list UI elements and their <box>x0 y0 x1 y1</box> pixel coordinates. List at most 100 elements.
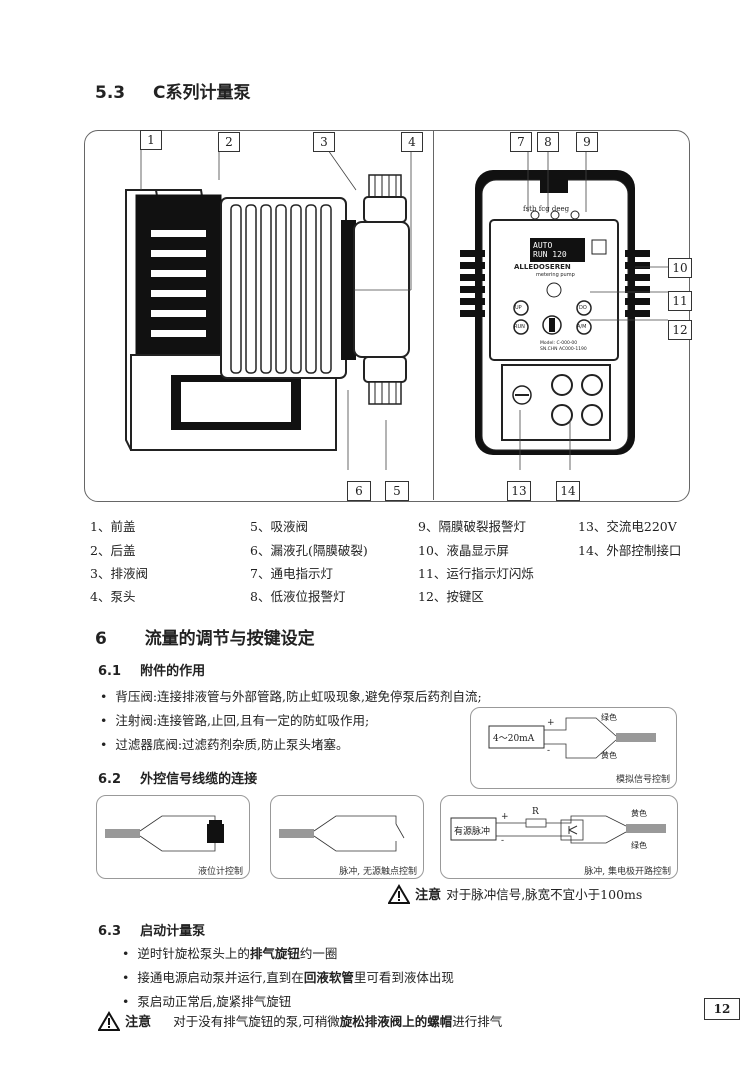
bullet-bold: 排气旋钮 <box>249 946 300 961</box>
legend-item: 5、吸液阀 <box>250 519 308 534</box>
legend-item: 6、漏液孔(隔膜破裂) <box>250 543 368 558</box>
warning-icon <box>387 883 411 904</box>
list-item: • 注射阀:连接管路,止回,且有一定的防虹吸作用; <box>100 713 370 728</box>
bullet-bold: 回液软管 <box>303 970 354 985</box>
bullet-text: 过滤器底阀:过滤药剂杂质,防止泵头堵塞。 <box>115 737 349 752</box>
brand-label: ALLEDOSEREN <box>514 263 571 271</box>
note-text: 对于脉冲信号,脉宽不宜小于100ms <box>446 887 643 902</box>
pump-side-view <box>125 150 412 470</box>
section-62-title: 外控信号线缆的连接 <box>140 772 258 787</box>
callout-6: 6 <box>347 481 371 501</box>
section-63-title: 启动计量泵 <box>140 924 206 939</box>
callout-9: 9 <box>576 132 598 152</box>
model-line-1: Model: C-000-00 <box>540 341 578 346</box>
collector-wire-1: 黄色 <box>631 809 647 818</box>
level-control-box: 液位计控制 <box>96 795 250 879</box>
led-labels: fstb fcg deeg <box>523 205 570 213</box>
list-item: • 接通电源启动泵并运行,直到在回液软管里可看到液体出现 <box>122 970 454 985</box>
lcd-line-1: AUTO <box>533 241 553 250</box>
callout-14: 14 <box>556 481 580 501</box>
bullet-text: 逆时针旋松泵头上的 <box>137 946 250 961</box>
page-number: 12 <box>704 998 740 1020</box>
note-label: 注意 <box>415 888 442 903</box>
active-pulse-label: 有源脉冲 <box>454 827 491 837</box>
level-wiring-diagram <box>105 815 224 852</box>
section-53-title: C系列计量泵 <box>152 83 251 103</box>
section-62-number: 6.2 <box>98 772 122 787</box>
analog-wire-2: 黄色 <box>601 751 617 760</box>
analog-plus: + <box>547 718 555 728</box>
note-bold: 旋松排液阀上的螺帽 <box>339 1014 453 1029</box>
pulse-contact-wiring-diagram <box>279 815 405 852</box>
legend-item: 8、低液位报警灯 <box>250 589 346 604</box>
model-plate: Model: C-000-00 SN.CHN AC000-1190 <box>540 341 587 353</box>
model-line-2: SN.CHN AC000-1190 <box>540 347 587 352</box>
pulse-collector-wiring-diagram <box>450 815 666 844</box>
pump-front-view <box>460 150 668 470</box>
note-exhaust: 注意 对于没有排气旋钮的泵,可稍微旋松排液阀上的螺帽进行排气 <box>97 1010 503 1031</box>
pulse-minus: - <box>501 836 505 846</box>
btn-run-label: RUN <box>514 324 525 330</box>
callout-1: 1 <box>140 130 162 150</box>
legend-item: 10、液晶显示屏 <box>418 543 509 558</box>
section-61-title: 附件的作用 <box>140 664 206 679</box>
list-item: • 泵启动正常后,旋紧排气旋钮 <box>122 994 292 1009</box>
legend-item: 2、后盖 <box>90 543 136 558</box>
section-62-heading: 6.2 外控信号线缆的连接 <box>98 768 257 787</box>
legend-item: 11、运行指示灯闪烁 <box>418 566 534 581</box>
section-61-number: 6.1 <box>98 664 122 679</box>
lcd-display: AUTO RUN 120 <box>533 241 567 259</box>
bullet-text: 里可看到液体出现 <box>353 970 454 985</box>
bullet-text: 泵启动正常后,旋紧排气旋钮 <box>137 994 292 1009</box>
analog-wiring-diagram <box>488 717 656 759</box>
callout-4: 4 <box>401 132 423 152</box>
pulse-contact-caption: 脉冲, 无源触点控制 <box>339 867 417 877</box>
legend-item: 7、通电指示灯 <box>250 566 333 581</box>
list-item: • 过滤器底阀:过滤药剂杂质,防止泵头堵塞。 <box>100 737 349 752</box>
callout-11: 11 <box>668 291 692 311</box>
legend-item: 14、外部控制接口 <box>578 543 682 558</box>
btn-do-label: DO <box>579 305 587 311</box>
legend-item: 3、排液阀 <box>90 566 148 581</box>
legend-item: 13、交流电220V <box>578 519 677 534</box>
section-6-title: 流量的调节与按键设定 <box>144 629 315 649</box>
legend-item: 4、泵头 <box>90 589 136 604</box>
pump-diagram-frame <box>84 130 690 502</box>
pulse-collector-caption: 脉冲, 集电极开路控制 <box>584 867 671 877</box>
analog-source-label: 4～20mA <box>493 734 535 744</box>
analog-signal-box: 4～20mA + - 绿色 黄色 模拟信号控制 <box>470 707 677 789</box>
section-6-heading: 6 流量的调节与按键设定 <box>95 624 315 649</box>
section-53-number: 5.3 <box>95 83 126 103</box>
callout-12: 12 <box>668 320 692 340</box>
note-text: 进行排气 <box>452 1014 503 1029</box>
brand-subtitle: metering pump <box>536 272 575 278</box>
section-63-number: 6.3 <box>98 924 122 939</box>
list-item: • 背压阀:连接排液管与外部管路,防止虹吸现象,避免停泵后药剂自流; <box>100 689 482 704</box>
analog-wire-1: 绿色 <box>601 713 617 722</box>
pulse-collector-box: 有源脉冲 R + - 黄色 绿色 脉冲, 集电极开路控制 <box>440 795 678 879</box>
legend-item: 12、按键区 <box>418 589 484 604</box>
callout-5: 5 <box>385 481 409 501</box>
bullet-text: 接通电源启动泵并运行,直到在 <box>137 970 304 985</box>
btn-up-label: UP <box>515 305 522 311</box>
analog-minus: - <box>547 746 551 756</box>
callout-8: 8 <box>537 132 559 152</box>
section-61-heading: 6.1 附件的作用 <box>98 660 205 679</box>
callout-7: 7 <box>510 132 532 152</box>
callout-13: 13 <box>507 481 531 501</box>
diagram-divider <box>433 130 434 500</box>
callout-10: 10 <box>668 258 692 278</box>
warning-icon <box>97 1010 121 1031</box>
section-6-number: 6 <box>95 629 107 649</box>
level-caption: 液位计控制 <box>197 867 243 877</box>
note-text: 对于没有排气旋钮的泵,可稍微 <box>173 1014 340 1029</box>
list-item: • 逆时针旋松泵头上的排气旋钮约一圈 <box>122 946 338 961</box>
callout-3: 3 <box>313 132 335 152</box>
analog-caption: 模拟信号控制 <box>615 775 670 785</box>
collector-wire-2: 绿色 <box>631 841 647 850</box>
section-53-heading: 5.3 C系列计量泵 <box>95 78 250 103</box>
note-pulse-width: 注意 对于脉冲信号,脉宽不宜小于100ms <box>387 883 643 904</box>
callout-2: 2 <box>218 132 240 152</box>
pulse-plus: + <box>501 812 509 822</box>
pulse-contact-box: 脉冲, 无源触点控制 <box>270 795 424 879</box>
